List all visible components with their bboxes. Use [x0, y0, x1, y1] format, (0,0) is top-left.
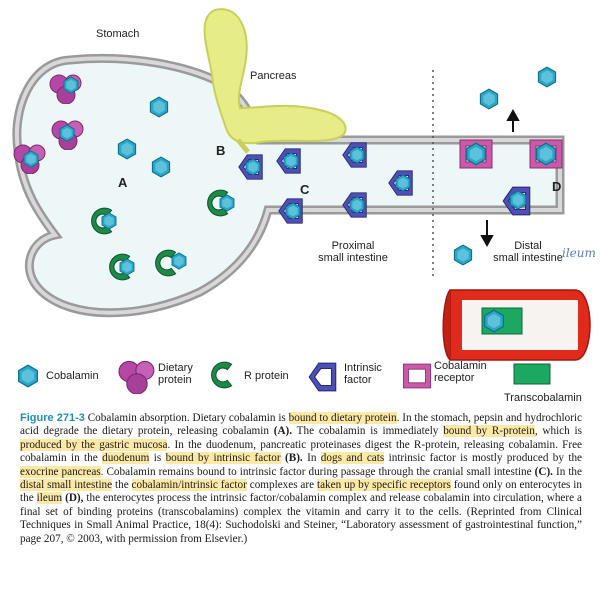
r-protein-icon: [211, 361, 233, 389]
caption-highlight: exocrine pancreas: [20, 465, 101, 478]
legend-r-protein-label: R protein: [244, 370, 289, 382]
legend-receptor-label: Cobalamin receptor: [434, 360, 487, 384]
caption-text: In the: [552, 465, 582, 478]
legend-dietary-protein-line1: Dietary: [158, 362, 193, 374]
caption-text: the: [112, 479, 132, 492]
caption-text: The cobalamin is immediately: [292, 425, 444, 438]
legend-intrinsic-factor-line2: factor: [344, 374, 372, 386]
caption-highlight: produced by the gastric mucosa: [20, 438, 168, 451]
label-b: B: [216, 143, 226, 158]
label-d: D: [552, 179, 562, 194]
proximal-label-line2: small intestine: [318, 252, 388, 264]
pancreas-label: Pancreas: [250, 70, 297, 82]
caption-text: . In the stomach, pepsin and hydrochlori…: [20, 412, 583, 438]
handwritten-ileum-note: ileum: [562, 246, 596, 260]
caption-text: , which is: [534, 425, 582, 438]
cobalamin-icon: [18, 364, 38, 388]
caption-highlight: dogs and cats: [320, 452, 385, 465]
caption-highlight: bound to dietary protein: [288, 412, 397, 424]
legend-intrinsic-factor-label: Intrinsic factor: [344, 362, 382, 386]
legend-dietary-protein-line2: protein: [158, 374, 192, 386]
transcobalamin-icon: [513, 363, 551, 385]
caption-panel-ref: (B).: [285, 452, 303, 465]
label-c: C: [300, 182, 310, 197]
label-a: A: [118, 175, 128, 190]
transport-arrows: [480, 108, 520, 248]
caption-highlight: distal small intestine: [20, 479, 113, 492]
distal-label-line1: Distal: [514, 240, 542, 252]
cobalamin-receptor-icon: [402, 363, 432, 389]
distal-label: Distal small intestine: [488, 240, 568, 264]
caption-panel-ref: (D),: [65, 492, 84, 505]
legend-dietary-protein-label: Dietary protein: [158, 362, 193, 386]
caption-text: In: [302, 452, 321, 465]
legend-receptor-line1: Cobalamin: [434, 360, 487, 372]
caption-panel-ref: (C).: [534, 465, 553, 478]
stomach: [12, 53, 565, 318]
legend-receptor-line2: receptor: [434, 372, 475, 384]
legend-transcobalamin-label: Transcobalamin: [504, 392, 582, 404]
dietary-protein-icon: [118, 360, 155, 394]
cobalamin-absorption-diagram: [12, 8, 591, 394]
caption-text: the enterocytes process the intrinsic fa…: [20, 492, 583, 545]
stomach-label: Stomach: [96, 28, 140, 40]
caption-text: is: [149, 452, 166, 465]
figure-caption: Figure 271-3 Cobalamin absorption. Dieta…: [20, 412, 582, 546]
proximal-label: Proximal small intestine: [312, 240, 394, 264]
pancreas: [203, 8, 347, 154]
caption-highlight: taken up by specific receptors: [316, 479, 451, 492]
figure-number: Figure 271-3: [20, 412, 85, 424]
caption-body: Cobalamin absorption. Dietary cobalamin …: [20, 412, 582, 545]
caption-text: complexes are: [246, 479, 317, 492]
blood-vessel: [442, 289, 591, 361]
caption-text: intrinsic factor is mostly produced by t…: [384, 452, 583, 465]
caption-text: Cobalamin absorption. Dietary cobalamin …: [84, 412, 289, 424]
intrinsic-factor-icon: [308, 362, 337, 392]
caption-text: found only on enterocytes in the: [20, 479, 582, 505]
caption-text: . Cobalamin remains bound to intrinsic f…: [100, 465, 535, 478]
caption-highlight: ileum: [36, 492, 63, 505]
caption-highlight: duodenum: [102, 452, 150, 465]
distal-label-line2: small intestine: [493, 252, 563, 264]
caption-highlight: bound by intrinsic factor: [165, 452, 281, 465]
caption-text: . In the duodenum, pancreatic proteinase…: [20, 438, 582, 465]
proximal-label-line1: Proximal: [331, 240, 375, 252]
caption-highlight: cobalamin/intrinsic factor: [131, 479, 247, 492]
legend-icons: [18, 360, 551, 394]
caption-panel-ref: (A).: [273, 425, 293, 438]
caption-highlight: bound by R-protein: [443, 425, 535, 438]
legend-cobalamin-label: Cobalamin: [46, 370, 99, 382]
legend-intrinsic-factor-line1: Intrinsic: [344, 362, 382, 374]
